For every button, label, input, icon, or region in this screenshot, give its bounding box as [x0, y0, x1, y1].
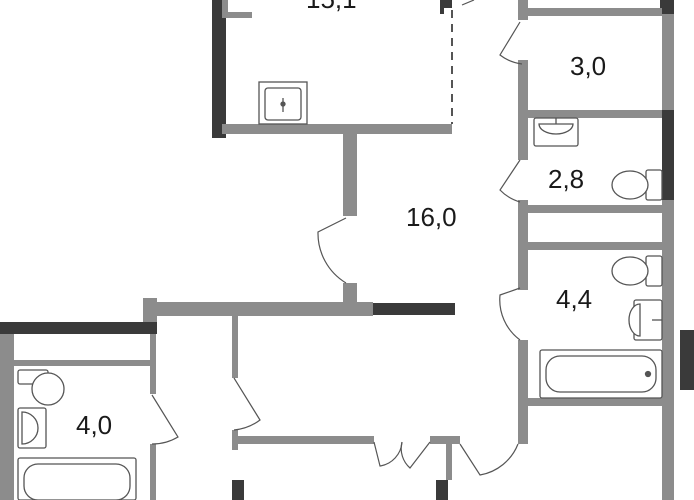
mid-wall-bottom	[232, 436, 374, 444]
washbasin-icon	[533, 117, 579, 147]
washbasin-icon-right-bath	[628, 299, 663, 341]
facade-wall-dark-3	[660, 0, 674, 14]
top-room-wall-left	[212, 0, 226, 138]
facade-wall-right	[662, 0, 674, 500]
hall-door	[317, 217, 347, 284]
double-door-right	[400, 441, 431, 469]
right-shelf-top	[518, 8, 662, 16]
hall-wall-stub-low	[343, 283, 357, 303]
area-labels: 15,1 3,0 2,8 16,0 4,4 4,0	[76, 0, 606, 440]
right-shelf-dark	[440, 0, 444, 14]
facade-wall-dark-2	[680, 330, 694, 390]
mid-wall-bottom-right	[430, 436, 460, 444]
mid-wall-left	[232, 316, 238, 378]
area-label-wc: 2,8	[548, 164, 584, 194]
area-label-hall: 16,0	[406, 202, 457, 232]
toilet-icon	[611, 169, 663, 201]
mid-wall-dark-left	[232, 480, 244, 500]
hall-wall-stub-top	[343, 134, 357, 216]
left-bath-wall-right-low	[150, 444, 156, 500]
top-room-wall-bottom	[222, 124, 452, 134]
top-room-wall-right	[440, 0, 452, 8]
right-partition-3	[518, 200, 528, 290]
top-room-wall-inner-left	[222, 0, 228, 18]
top-right-door-arc	[461, 0, 475, 6]
mid-room-door	[233, 377, 261, 431]
right-shelf-4	[528, 398, 662, 406]
central-wall	[143, 302, 373, 316]
right-lower-door	[459, 443, 519, 476]
mid-wall-post	[446, 444, 452, 480]
toilet-icon-right-bath	[611, 255, 663, 287]
mid-wall-dark-right	[436, 480, 448, 500]
right-bath-door	[499, 287, 521, 341]
right-shelf-2	[528, 205, 662, 213]
left-bath-wall-left	[0, 334, 14, 500]
right-partition-4	[518, 340, 528, 444]
left-bath-wall-top	[0, 322, 157, 334]
area-label-top-room: 15,1	[306, 0, 357, 14]
wc-door	[499, 159, 521, 203]
fixtures	[17, 81, 663, 500]
area-label-bathroom-right: 4,4	[556, 284, 592, 314]
left-bath-wall-inner	[14, 360, 154, 366]
washbasin-icon-left	[17, 407, 47, 449]
kitchen-sink-icon	[258, 81, 308, 125]
left-bath-door	[151, 394, 179, 445]
bathtub-icon-left	[17, 457, 137, 500]
right-partition-2	[518, 60, 528, 160]
right-shelf-3	[528, 242, 662, 250]
area-label-storage: 3,0	[570, 51, 606, 81]
right-shelf-1	[528, 110, 662, 118]
storage-door	[499, 21, 523, 65]
bathtub-icon-right	[539, 349, 663, 399]
facade-wall-dark-1	[662, 110, 674, 200]
central-wall-dark	[373, 303, 455, 315]
left-bath-wall-right	[150, 334, 156, 394]
double-door-left	[373, 441, 403, 467]
top-room-wall-inner-ledge	[222, 12, 252, 18]
toilet-icon-left	[17, 369, 65, 406]
doors	[151, 0, 523, 476]
area-label-bathroom-left: 4,0	[76, 410, 112, 440]
